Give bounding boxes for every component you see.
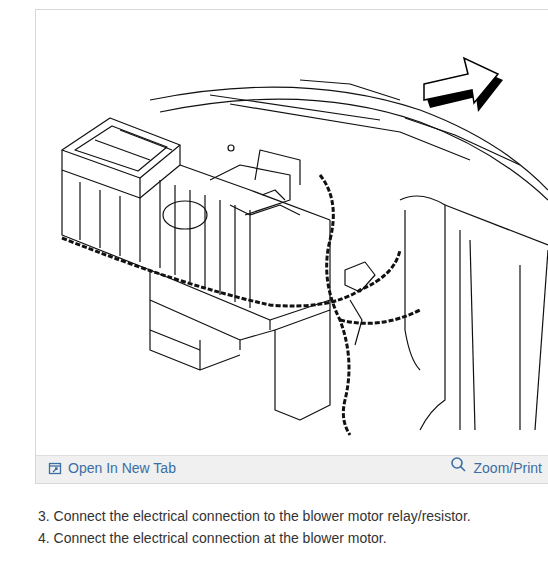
toolbar-link: Open In New Tab (68, 460, 176, 476)
forward-arrow (424, 58, 503, 112)
wiring-harness (62, 175, 420, 435)
instruction-step: 3. Connect the electrical connection to … (38, 508, 471, 524)
toolbar (36, 455, 548, 483)
open-tab-icon (50, 464, 61, 474)
zoom-icon (452, 458, 465, 471)
hvac-module-drawing (62, 80, 548, 430)
toolbar-link: Zoom/Print (474, 460, 542, 476)
image-frame (36, 10, 548, 484)
instruction-step: 4. Connect the electrical connection at … (38, 530, 387, 546)
